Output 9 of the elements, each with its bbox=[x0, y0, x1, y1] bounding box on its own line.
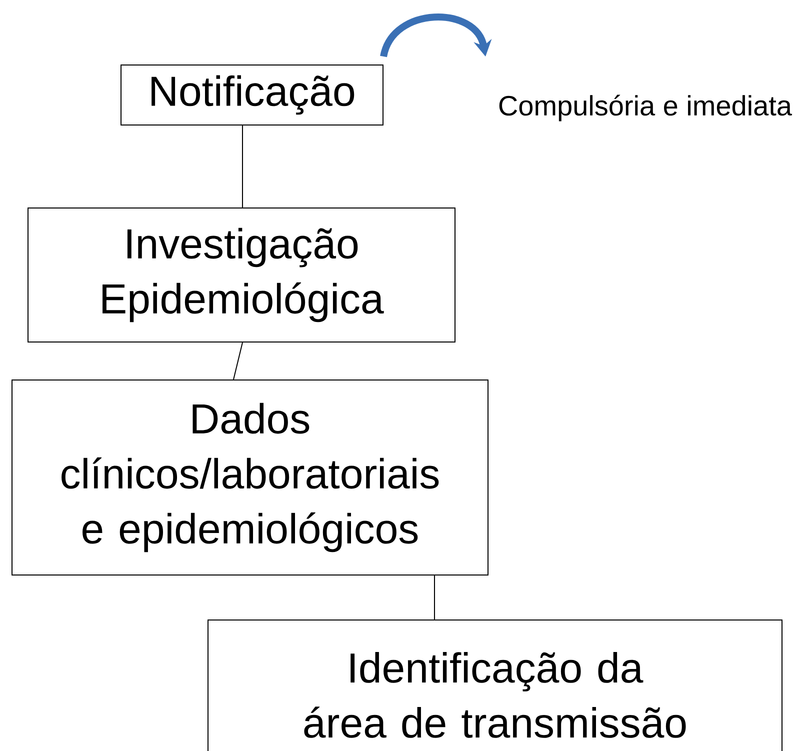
process-box: Notificação bbox=[120, 64, 384, 126]
process-box: Investigação Epidemiológica bbox=[28, 207, 456, 342]
connector-line bbox=[233, 342, 243, 380]
note-text: Compulsória e imediata bbox=[499, 94, 792, 122]
process-box: Dados clínicos/laboratoriais e epidemiológicos bbox=[12, 379, 488, 576]
process-box: Identificação da área de transmissão bbox=[208, 619, 782, 751]
connector-line bbox=[242, 124, 243, 208]
curved-arrow bbox=[380, 14, 492, 58]
connector-line bbox=[434, 574, 435, 620]
